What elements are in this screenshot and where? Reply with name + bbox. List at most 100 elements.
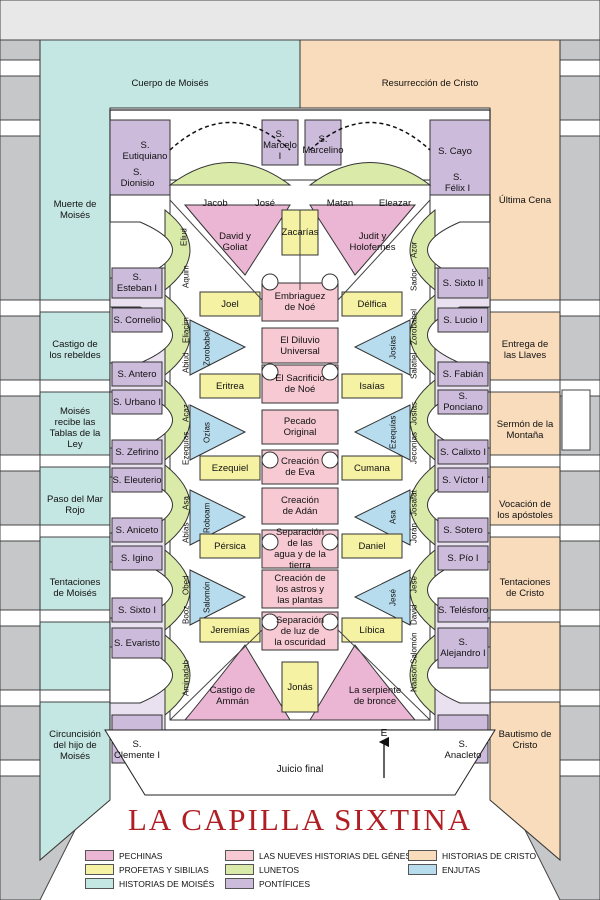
- gray-window-right: [559, 689, 600, 707]
- prophet-panel: [341, 617, 403, 643]
- moses-scene: Tentaciones de Moisés: [49, 577, 101, 599]
- pope-box-right: [437, 627, 489, 669]
- prophet-label: Eritrea: [216, 380, 244, 392]
- lunette-right-label: Zorobabel: [409, 308, 419, 346]
- prophet-panel: [199, 533, 261, 559]
- last-judgement-label: Juicio final: [276, 764, 324, 775]
- pope-box-left: [111, 597, 163, 623]
- lunette-top-label: Eleazar: [378, 197, 412, 209]
- pendentive-bottom-right: [309, 644, 417, 721]
- moses-scene: Moisés recibe las Tablas de la Ley: [49, 405, 101, 450]
- pope-box-right: [437, 267, 489, 299]
- pope-left: S. Sixto I: [117, 604, 156, 616]
- pope-right: S. Sixto II: [442, 277, 484, 289]
- genesis-label: Separación de luz de la oscuridad: [274, 614, 326, 648]
- pope-box-right: [437, 545, 489, 571]
- enjuta-left: [189, 319, 247, 376]
- wall-strip-right: [489, 454, 561, 468]
- prophet-label: Joel: [221, 298, 239, 310]
- legend-swatch: [225, 850, 254, 861]
- prophet-label: Zacarías: [281, 227, 319, 238]
- gray-window-left: [0, 379, 41, 397]
- pope-top-left-box: [109, 119, 171, 196]
- pendentive-label: Judit y Holofernes: [349, 231, 396, 253]
- legend-swatch: [408, 850, 437, 861]
- prophet-panel: [199, 455, 261, 481]
- pope-box-right: [437, 439, 489, 465]
- pope-right: S. Ponciano: [443, 391, 483, 413]
- bottom-wall: [104, 729, 496, 796]
- prophet-label: Ezequiel: [211, 462, 249, 474]
- legend-swatch: [85, 864, 114, 875]
- rib-line: [337, 199, 431, 301]
- pope-top: S. Marcelo I: [263, 128, 297, 162]
- legend-label: LAS NUEVES HISTORIAS DEL GÉNESIS: [259, 850, 420, 861]
- legend-item: HISTORIAS DE CRISTO: [408, 850, 536, 861]
- pope-box-left: [111, 545, 163, 571]
- pendentive-label: Castigo de Ammán: [209, 685, 256, 707]
- lunette-left-label: Aminadab: [181, 659, 191, 697]
- gray-window-left: [0, 524, 41, 542]
- medallion: [261, 613, 279, 631]
- pope-right: S. Telésforo: [438, 604, 488, 616]
- christ-scene: Bautismo de Cristo: [498, 729, 552, 751]
- genesis-label: El Diluvio Universal: [280, 334, 320, 357]
- medallion: [321, 613, 339, 631]
- lunette-left-label: Eliacim: [181, 317, 191, 343]
- lunette-right-label: Josías: [409, 401, 419, 425]
- christ-scene: Sermón de la Montaña: [496, 419, 554, 441]
- wall-strip-left: [39, 524, 111, 538]
- genesis-label: Pecado Original: [283, 416, 317, 438]
- pope-left: S. Clemente I: [114, 739, 160, 761]
- pendentive-top-left: [183, 204, 291, 276]
- top-lunette-right: [308, 162, 432, 186]
- pope-box-right: [437, 361, 489, 387]
- pendentive-label: David y Goliat: [219, 231, 251, 253]
- genesis-panel: [261, 327, 339, 364]
- gray-window-right: [559, 609, 600, 627]
- lunette-right-label: Jorán: [409, 523, 419, 544]
- moses-scene: Muerte de Moisés: [53, 199, 97, 221]
- pope-top-right-box: [429, 119, 491, 196]
- enjuta-right-label: Ezequías: [388, 415, 398, 450]
- wall-strip-right: [489, 689, 561, 703]
- rib-line: [337, 629, 431, 721]
- wall-strip-left: [39, 454, 111, 468]
- pope-marcelino-box: [304, 119, 342, 166]
- pope-box-right: [437, 389, 489, 415]
- legend-item: PROFETAS Y SIBILIAS: [85, 864, 209, 875]
- gray-window-left: [0, 689, 41, 707]
- pope-box-left: [111, 361, 163, 387]
- lunette-right-label: Jesé: [409, 576, 419, 594]
- wall-top-left: Cuerpo de Moisés: [131, 77, 209, 89]
- genesis-label: Creación de Adán: [280, 495, 320, 517]
- gray-window-right: [559, 299, 600, 317]
- prophet-panel: [281, 661, 319, 713]
- prophet-label: Jeremías: [210, 624, 250, 636]
- medallion: [321, 273, 339, 291]
- christ-scene: Entrega de las Llaves: [501, 339, 549, 361]
- genesis-label: Creación de los astros y las plantas: [274, 572, 326, 606]
- lunette-left-label: Booz: [181, 605, 191, 625]
- lunette-left: [164, 208, 191, 292]
- lunette-top-label: José: [254, 197, 276, 209]
- pope-top: S. Marcelino: [302, 134, 344, 156]
- lunette-right-label: Salatiel: [409, 352, 419, 380]
- pope-box-right: [437, 517, 489, 543]
- genesis-panel: [261, 487, 339, 525]
- pope-left: S. Antero: [117, 368, 157, 380]
- enjuta-right: [353, 489, 411, 546]
- gray-window-left: [0, 59, 41, 77]
- enjuta-left-label: Ozías: [202, 422, 212, 443]
- pope-box-left: [111, 267, 163, 299]
- wall-strip-right: [489, 609, 561, 623]
- rib-line: [169, 629, 263, 721]
- wall-top-right: Resurrección de Cristo: [381, 77, 479, 89]
- pope-box-left: [111, 389, 163, 415]
- legend-label: PECHINAS: [119, 850, 163, 861]
- pendentive-label: La serpiente de bronce: [348, 685, 402, 707]
- prophet-label: Daniel: [358, 540, 386, 552]
- white-frame: [0, 0, 600, 41]
- gray-window-left: [0, 609, 41, 627]
- lunette-right-label: Sadoc: [409, 268, 419, 292]
